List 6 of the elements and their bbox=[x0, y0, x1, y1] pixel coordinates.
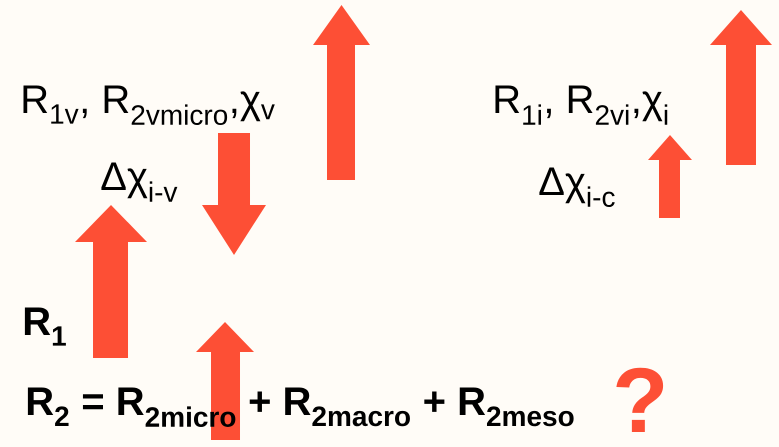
question-mark: ? bbox=[616, 368, 664, 432]
formula-text: Δχ$_{i-v}$ bbox=[101, 162, 178, 202]
formula-text: Δχ$_{i-c}$ bbox=[539, 167, 615, 207]
formula-text: R$_{1}$ bbox=[24, 307, 66, 346]
formula-text: R$_{1v}$, R$_{2vmicro}$,χ$_{v}$ bbox=[24, 85, 275, 125]
formula-text: R$_{1i}$, R$_{2vi}$,χ$_{i}$ bbox=[495, 85, 668, 125]
